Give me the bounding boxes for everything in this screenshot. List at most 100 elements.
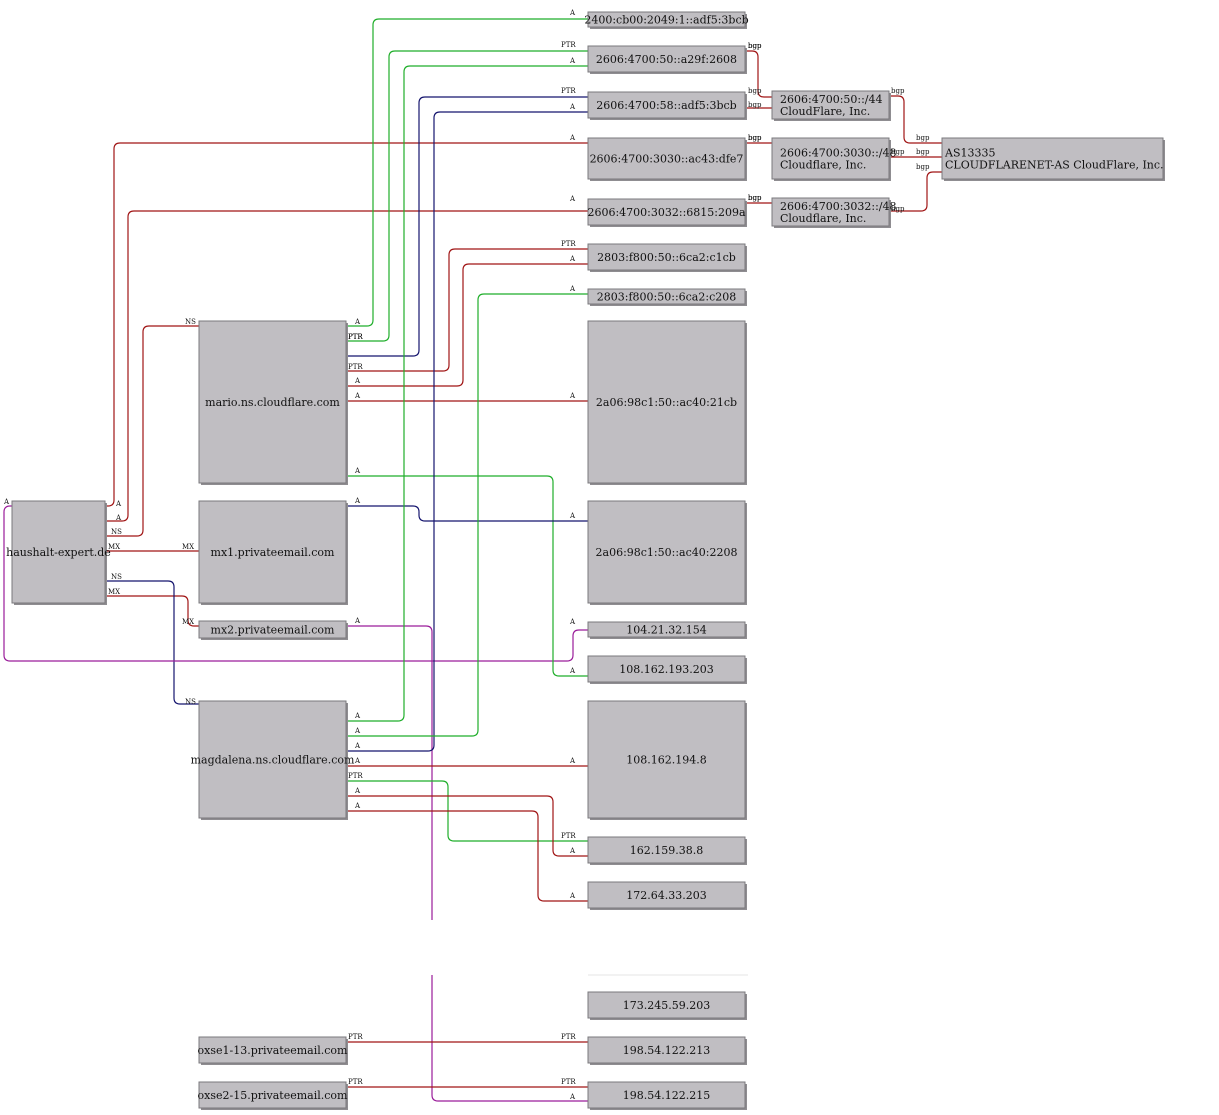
node-box bbox=[587, 137, 746, 180]
node-n209a[interactable]: 2606:4700:3032::6815:209a bbox=[587, 198, 747, 227]
node-box bbox=[587, 11, 746, 28]
edge-label-start-28: bgp bbox=[748, 194, 762, 202]
edge-layer bbox=[3, 18, 942, 1102]
node-label: oxse2-15.privateemail.com bbox=[198, 1089, 349, 1102]
edge-label-start-23: PTR bbox=[348, 1033, 363, 1041]
node-box bbox=[198, 1036, 347, 1064]
edge-label-start-21: A bbox=[354, 787, 361, 795]
node-n108203[interactable]: 108.162.193.203 bbox=[587, 655, 747, 684]
node-box bbox=[587, 1081, 746, 1109]
node-layer: 2400:cb00:2049:1::adf5:3bcb2606:4700:50:… bbox=[6, 11, 1165, 1110]
node-box bbox=[198, 700, 347, 819]
node-box bbox=[587, 655, 746, 683]
node-n2400[interactable]: 2400:cb00:2049:1::adf5:3bcb bbox=[584, 11, 749, 29]
node-n104[interactable]: 104.21.32.154 bbox=[587, 621, 747, 639]
node-magdalena[interactable]: magdalena.ns.cloudflare.com bbox=[191, 700, 355, 820]
node-n173[interactable]: 173.245.59.203 bbox=[587, 991, 747, 1020]
node-label: mx2.privateemail.com bbox=[211, 624, 335, 637]
edge-pfx44-to-as13335-29 bbox=[889, 95, 942, 144]
edge-domain-to-mario-2 bbox=[105, 325, 199, 537]
node-ndfe7[interactable]: 2606:4700:3030::ac43:dfe7 bbox=[587, 137, 747, 181]
edge-label-start-16: A bbox=[354, 712, 361, 720]
edge-mario-to-n2400-7 bbox=[346, 18, 588, 327]
edge-label-start-0: A bbox=[115, 500, 122, 508]
edge-mario-to-n3bcb-9 bbox=[346, 96, 588, 357]
edge-label-start-27: bgp bbox=[748, 134, 762, 142]
node-label: 108.162.193.203 bbox=[619, 663, 713, 676]
edge-label-end-9: PTR bbox=[561, 87, 576, 95]
edge-label-start-30: bgp bbox=[891, 148, 905, 156]
node-mario[interactable]: mario.ns.cloudflare.com bbox=[198, 320, 348, 485]
edge-label-start-15: A bbox=[354, 497, 361, 505]
node-mx1[interactable]: mx1.privateemail.com bbox=[198, 500, 348, 605]
node-box bbox=[198, 500, 347, 604]
edge-label-start-20: PTR bbox=[348, 772, 363, 780]
edge-magdalena-to-n162-21 bbox=[346, 795, 588, 857]
node-oxse2[interactable]: oxse2-15.privateemail.com bbox=[198, 1081, 349, 1110]
node-box bbox=[198, 1081, 347, 1109]
edge-label-end-5: NS bbox=[185, 698, 196, 706]
node-box bbox=[587, 288, 746, 305]
edge-label-end-13: A bbox=[569, 667, 576, 675]
node-n215[interactable]: 198.54.122.215 bbox=[587, 1081, 747, 1110]
node-n162[interactable]: 162.159.38.8 bbox=[587, 836, 747, 865]
node-label-secondary: Cloudflare, Inc. bbox=[780, 159, 866, 172]
edge-domain-to-ndfe7-0 bbox=[105, 142, 588, 507]
edge-label-end-23: PTR bbox=[561, 1033, 576, 1041]
node-box bbox=[771, 137, 890, 180]
node-box bbox=[587, 45, 746, 73]
node-label: 162.159.38.8 bbox=[630, 844, 703, 857]
edge-label-start-22: A bbox=[354, 802, 361, 810]
node-oxse1[interactable]: oxse1-13.privateemail.com bbox=[198, 1036, 349, 1065]
node-label: mario.ns.cloudflare.com bbox=[205, 396, 340, 409]
node-label: 2400:cb00:2049:1::adf5:3bcb bbox=[584, 14, 748, 27]
node-label: 2a06:98c1:50::ac40:21cb bbox=[596, 396, 737, 409]
edge-label-end-15: A bbox=[569, 512, 576, 520]
edge-label-end-10: PTR bbox=[561, 240, 576, 248]
node-n1088[interactable]: 108.162.194.8 bbox=[587, 700, 747, 820]
edge-label-start-1: A bbox=[115, 514, 122, 522]
edge-label-end-4: MX bbox=[182, 618, 194, 626]
node-box bbox=[771, 197, 890, 227]
node-label: AS13335 bbox=[944, 147, 995, 160]
node-n2608[interactable]: 2606:4700:50::a29f:2608 bbox=[587, 45, 747, 74]
node-box bbox=[941, 137, 1164, 180]
edge-label-end-0: A bbox=[569, 134, 576, 142]
node-nc1cb[interactable]: 2803:f800:50::6ca2:c1cb bbox=[587, 243, 747, 272]
edge-label-start-12: A bbox=[354, 392, 361, 400]
edge-magdalena-to-n2608-16 bbox=[346, 65, 588, 722]
edge-mario-to-n108203-13 bbox=[346, 475, 588, 677]
edge-label-start-29: bgp bbox=[891, 87, 905, 95]
node-box bbox=[771, 90, 890, 120]
node-box bbox=[587, 621, 746, 638]
node-n172[interactable]: 172.64.33.203 bbox=[587, 881, 747, 910]
node-n2208[interactable]: 2a06:98c1:50::ac40:2208 bbox=[587, 500, 747, 605]
node-nc208[interactable]: 2803:f800:50::6ca2:c208 bbox=[587, 288, 747, 306]
edge-label-start-25: bgp bbox=[748, 42, 762, 50]
node-label-secondary: CLOUDFLARENET-AS CloudFlare, Inc. bbox=[945, 159, 1164, 172]
node-label: 2606:4700:58::adf5:3bcb bbox=[596, 99, 736, 112]
node-domain[interactable]: haushalt-expert.de bbox=[6, 500, 111, 605]
edge-label-end-26: bgp bbox=[748, 101, 762, 109]
node-n21cb[interactable]: 2a06:98c1:50::ac40:21cb bbox=[587, 320, 747, 485]
node-label-secondary: CloudFlare, Inc. bbox=[780, 105, 870, 118]
edge-label-end-24: PTR bbox=[561, 1078, 576, 1086]
edge-domain-to-n209a-1 bbox=[105, 210, 588, 522]
edge-label-end-17: A bbox=[569, 103, 576, 111]
edge-label-start-2: NS bbox=[111, 528, 122, 536]
node-n3bcb[interactable]: 2606:4700:58::adf5:3bcb bbox=[587, 91, 747, 120]
node-box bbox=[198, 320, 347, 484]
edge-label-start-24: PTR bbox=[348, 1078, 363, 1086]
edge-label-end-2: NS bbox=[185, 318, 196, 326]
node-box bbox=[587, 243, 746, 271]
node-label: 172.64.33.203 bbox=[626, 889, 706, 902]
node-label: oxse1-13.privateemail.com bbox=[198, 1044, 349, 1057]
node-n213[interactable]: 198.54.122.213 bbox=[587, 1036, 747, 1065]
node-mx2[interactable]: mx2.privateemail.com bbox=[198, 620, 348, 640]
